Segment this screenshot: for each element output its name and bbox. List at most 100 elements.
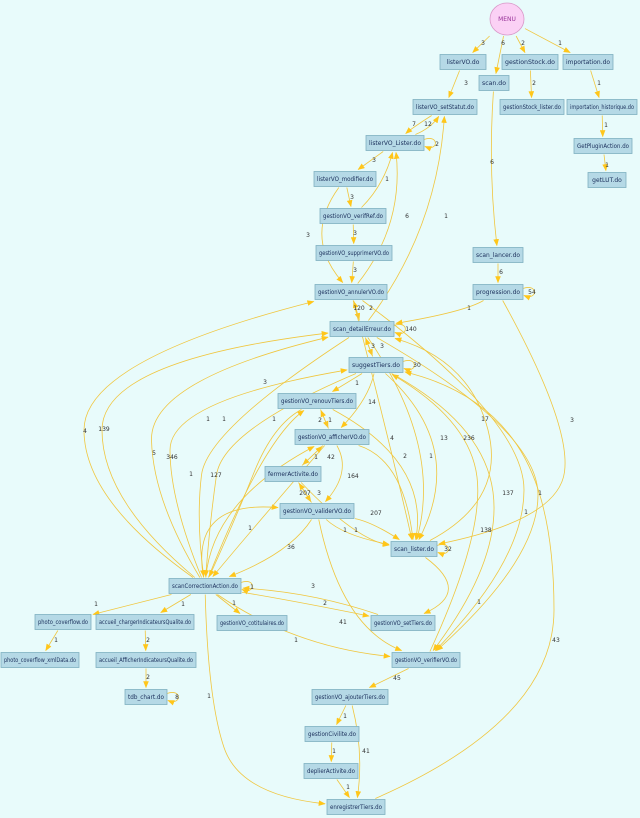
edge-scan_lister-gestionVO_setTiers <box>423 557 449 614</box>
edge-gestionVO_ajouterTiers-gestionCivilite <box>336 705 347 726</box>
edge-scan_detailErreur-gestionVO_verifierVO <box>376 337 539 651</box>
edge-count-scanCorrectionAction-enregistrerTiers: 1 <box>207 693 211 700</box>
edge-count-suggestTiers-gestionVO_afficherVO: 14 <box>368 399 376 406</box>
edge-count-gestionVO_setTiers-scanCorrectionAction: 3 <box>311 583 315 590</box>
node-label-getLUT: getLUT.do <box>592 177 622 184</box>
node-scan_detailErreur: scan_detailErreur.do <box>329 321 395 337</box>
edge-gestionVO_afficherVO-scanCorrectionAction <box>212 445 325 578</box>
edge-scan_detailErreur-scanCorrectionAction <box>198 337 350 578</box>
edge-importation_historique-GetPluginAction <box>599 115 606 138</box>
node-gestionVO_validerVO: gestionVO_validerVO.do <box>279 503 355 519</box>
edge-progression-progression <box>522 287 535 301</box>
edge-count-listerVO_modifier-gestionVO_verifRef: 3 <box>350 194 354 201</box>
edge-gestionVO_verifRef-listerVO_Lister <box>361 151 394 208</box>
node-box-listerVO <box>439 54 487 70</box>
edge-count-gestionVO_renouvTiers-scan_lister: 1 <box>429 453 433 460</box>
edge-count-menu-scan: 6 <box>501 40 505 47</box>
edge-count-scanCorrectionAction-photo_coverflow: 1 <box>94 601 98 608</box>
edge-menu-listerVO <box>472 35 490 53</box>
edge-scan_detailErreur-scan_detailErreur <box>393 324 406 338</box>
node-scan_lancer: scan_lancer.do <box>472 247 524 263</box>
edge-count-accueil_chargerIndicateursQualite-accueil_AfficherIndicateursQualite: 2 <box>146 637 150 644</box>
edge-scanCorrectionAction-gestionVO_cotitulaires <box>215 594 241 614</box>
edge-count-scan_detailErreur-scan_lister: 13 <box>440 435 448 442</box>
node-label-accueil_chargerIndicateursQualite: accueil_chargerIndicateursQualite.do <box>99 619 191 626</box>
node-label-gestionStock_lister: gestionStock_lister.do <box>503 104 561 111</box>
edge-listerVO_Lister-listerVO_Lister <box>423 138 436 152</box>
edge-count-scan_detailErreur-suggestTiers: 3 <box>371 343 375 350</box>
node-label-fermerActivite: fermerActivite.do <box>268 471 318 478</box>
node-label-importation_historique: importation_historique.do <box>570 104 634 111</box>
node-box-gestionVO_supprimerVO <box>315 245 393 261</box>
node-label-gestionVO_verifierVO: gestionVO_verifierVO.do <box>395 657 457 664</box>
edge-gestionVO_validerVO-scan_lister <box>325 519 390 546</box>
edge-count-scanCorrectionAction-gestionVO_afficherVO: 127 <box>210 472 222 479</box>
edge-GetPluginAction-getLUT <box>602 154 608 172</box>
edge-count-gestionVO_verifierVO-suggestTiers: 138 <box>480 527 492 534</box>
edge-listerVO-listerVO_setStatut <box>448 70 460 99</box>
node-importation: importation.do <box>562 54 614 70</box>
edge-count-gestionCivilite-deplierActivite: 1 <box>332 748 336 755</box>
edge-count-GetPluginAction-getLUT: 1 <box>605 162 609 169</box>
edge-count-gestionVO_annulerVO-scan_detailErreur: 120 <box>353 305 365 312</box>
edge-gestionVO_renouvTiers-scan_lister <box>332 409 420 541</box>
edge-count-gestionVO_verifierVO-gestionVO_ajouterTiers: 45 <box>393 675 401 682</box>
node-box-accueil_chargerIndicateursQualite <box>95 614 195 630</box>
node-box-importation <box>562 54 614 70</box>
edge-scanCorrectionAction-scan_detailErreur <box>151 335 329 578</box>
edge-count-gestionVO_afficherVO-scanCorrectionAction: 1 <box>248 525 252 532</box>
edge-count-menu-importation: 1 <box>558 40 562 47</box>
edge-count-gestionVO_ajouterTiers-enregistrerTiers: 41 <box>362 748 370 755</box>
node-label-scan: scan.do <box>482 80 506 87</box>
node-box-photo_coverflow <box>34 614 92 630</box>
node-box-listerVO_setStatut <box>412 99 478 115</box>
menu-root-label: MENU <box>498 16 516 23</box>
node-box-fermerActivite <box>264 466 322 482</box>
node-accueil_AfficherIndicateursQualite: accueil_AfficherIndicateursQualite.do <box>95 652 197 668</box>
edge-count-fermerActivite-gestionVO_validerVO: 207 <box>299 490 311 497</box>
edge-count-gestionVO_verifRef-listerVO_Lister: 1 <box>385 176 389 183</box>
edge-count-gestionVO_renouvTiers-gestionVO_afficherVO: 2 <box>318 417 322 424</box>
edge-count-gestionStock-gestionStock_lister: 2 <box>532 80 536 87</box>
node-gestionVO_cotitulaires: gestionVO_cotitulaires.do <box>216 615 288 631</box>
node-box-GetPluginAction <box>573 138 633 154</box>
node-label-GetPluginAction: GetPluginAction.do <box>577 143 629 150</box>
node-box-progression <box>472 284 524 300</box>
node-label-gestionVO_cotitulaires: gestionVO_cotitulaires.do <box>220 620 284 627</box>
edge-scan-scan_lancer <box>490 91 499 247</box>
node-box-gestionVO_renouvTiers <box>277 393 357 409</box>
node-gestionVO_supprimerVO: gestionVO_supprimerVO.do <box>315 245 393 261</box>
node-box-listerVO_Lister <box>365 135 425 151</box>
node-box-gestionVO_annulerVO <box>314 284 388 300</box>
node-box-suggestTiers <box>348 357 404 373</box>
node-label-gestionVO_setTiers: gestionVO_setTiers.do <box>374 620 432 627</box>
edge-count-scan_detailErreur-gestionVO_verifierVO: 1 <box>538 490 542 497</box>
edge-scanCorrectionAction-scan_detailErreur <box>101 331 329 578</box>
edge-scanCorrectionAction-gestionVO_setTiers <box>241 591 370 618</box>
edge-count-gestionVO_validerVO-gestionVO_verifierVO: 41 <box>339 619 347 626</box>
edge-count-listerVO_modifier-gestionVO_annulerVO: 3 <box>306 232 310 239</box>
node-box-enregistrerTiers <box>326 799 386 815</box>
node-box-gestionVO_cotitulaires <box>216 615 288 631</box>
node-gestionStock: gestionStock.do <box>501 54 559 70</box>
edge-gestionVO_renouvTiers-scanCorrectionAction <box>208 409 302 578</box>
edge-listerVO_Lister-listerVO_modifier <box>357 151 384 170</box>
edge-gestionVO_verifierVO-gestionVO_ajouterTiers <box>368 668 409 688</box>
node-label-gestionCivilite: gestionCivilite.do <box>308 731 356 738</box>
edge-count-scan_detailErreur-scan_detailErreur: 140 <box>405 326 417 333</box>
edge-scan_detailErreur-gestionVO_annulerVO <box>352 300 360 321</box>
edge-menu-importation <box>524 28 571 53</box>
node-label-gestionVO_verifRef: gestionVO_verifRef.do <box>323 213 383 220</box>
node-box-importation_historique <box>566 99 638 115</box>
node-label-scan_lancer: scan_lancer.do <box>476 252 520 259</box>
edge-gestionCivilite-deplierActivite <box>328 742 335 763</box>
edge-count-suggestTiers-suggestTiers: 30 <box>413 362 421 369</box>
edge-count-scan_lister-scan_lister: 32 <box>444 546 452 553</box>
edge-count-scan_lister-gestionVO_setTiers: 1 <box>477 599 481 606</box>
edges-layer <box>45 28 608 806</box>
edge-gestionVO_validerVO-gestionVO_verifierVO <box>318 519 403 651</box>
node-gestionCivilite: gestionCivilite.do <box>304 726 360 742</box>
edge-gestionVO_validerVO-fermerActivite <box>298 482 312 503</box>
